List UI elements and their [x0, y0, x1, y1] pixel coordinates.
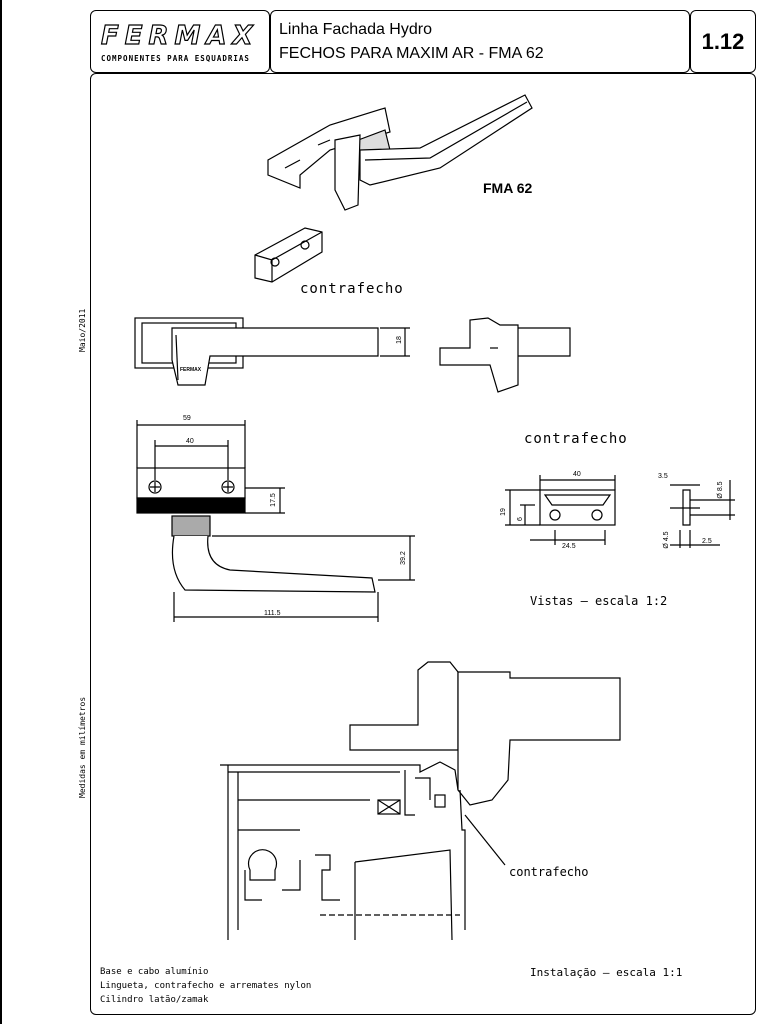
dim-39-2: 39.2 [400, 551, 407, 565]
material-line-1: Base e cabo alumínio [100, 967, 209, 977]
side-view-handle [439, 317, 571, 393]
contrafecho-label-mid: contrafecho [524, 431, 628, 447]
isometric-strike-plate [254, 227, 323, 283]
dim-19: 19 [500, 508, 507, 516]
dim-17-5: 17.5 [270, 493, 277, 507]
dim-3-5: 3.5 [658, 473, 668, 480]
contrafecho-label-top: contrafecho [300, 281, 404, 297]
title-line-1: Linha Fachada Hydro [279, 21, 432, 38]
sheet-number-box: 1.12 [690, 10, 756, 73]
sheet-number: 1.12 [701, 29, 745, 54]
front-view-handle [134, 317, 410, 386]
installation-section [220, 661, 621, 941]
title-box: Linha Fachada Hydro FECHOS PARA MAXIM AR… [270, 10, 690, 73]
dim-40a: 40 [186, 438, 194, 445]
install-scale-label: Instalação – escala 1:1 [530, 966, 683, 979]
drawing-area [90, 73, 756, 1015]
dim-59: 59 [183, 415, 191, 422]
isometric-handle [267, 94, 533, 211]
dim-6: 6 [517, 517, 524, 521]
contrafecho-label-bottom: contrafecho [509, 865, 589, 879]
model-label: FMA 62 [483, 180, 533, 196]
title-line-2: FECHOS PARA MAXIM AR - FMA 62 [279, 45, 544, 62]
dim-111-5: 111.5 [264, 610, 281, 617]
dim-24-5: 24.5 [562, 543, 576, 550]
views-scale-label: Vistas – escala 1:2 [530, 594, 668, 608]
brand-logo: FERMAX [100, 20, 259, 51]
brand-subtitle: COMPONENTES PARA ESQUADRIAS [101, 54, 250, 63]
logo-box: FERMAX COMPONENTES PARA ESQUADRIAS [90, 10, 270, 73]
left-margin-rule [0, 0, 2, 1024]
material-line-3: Cilindro latão/zamak [100, 995, 209, 1005]
dim-2-5: 2.5 [702, 538, 712, 545]
dim-dia-8-5: Ø 8.5 [717, 481, 724, 498]
top-view-handle [136, 420, 415, 622]
dim-18: 18 [396, 336, 403, 344]
material-line-2: Lingueta, contrafecho e arremates nylon [100, 981, 312, 991]
dim-dia-4-5: Ø 4.5 [663, 531, 670, 548]
strike-plate-views [505, 475, 735, 548]
dim-40b: 40 [573, 471, 581, 478]
handle-brand-mark: FERMAX [180, 367, 202, 373]
